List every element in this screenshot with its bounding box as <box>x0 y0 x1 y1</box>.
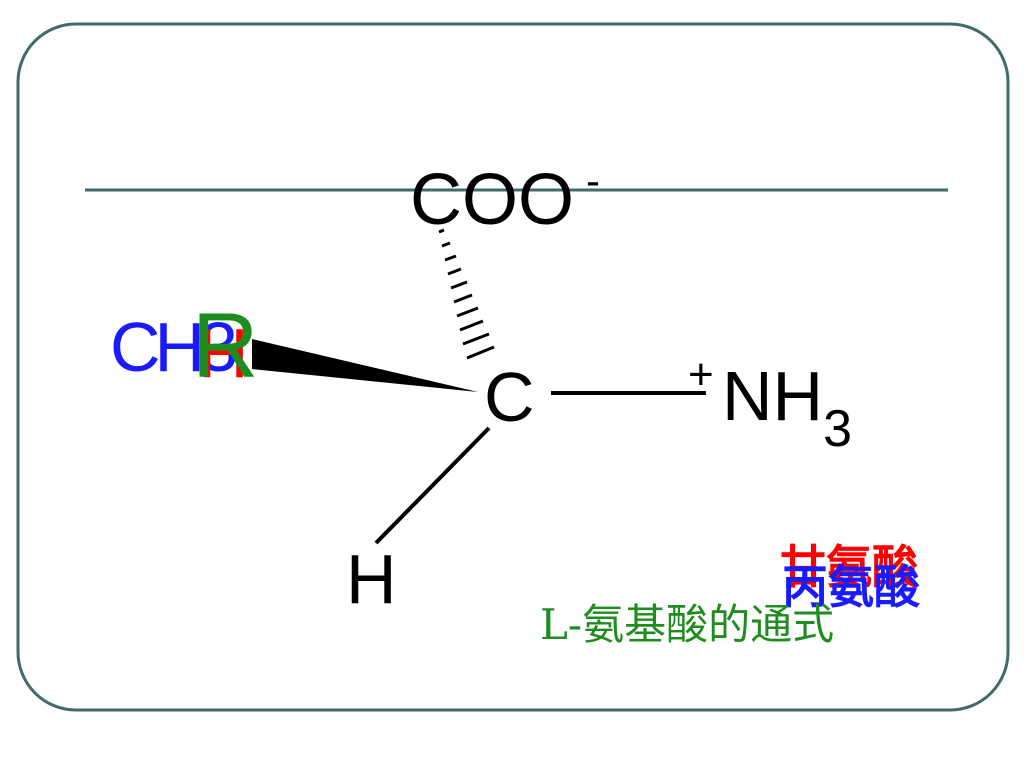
caption-alanine: 丙氨酸 <box>782 560 920 614</box>
substituent-r: R <box>192 295 259 397</box>
ammonium-label: NH <box>722 357 824 435</box>
ammonium-group: NH3 <box>722 361 852 455</box>
substituent-h: H <box>198 314 249 392</box>
slide-frame <box>16 22 1010 712</box>
substituent-ch3: CH3 <box>110 308 238 386</box>
caption-glycine: 甘氨酸 <box>780 540 918 594</box>
ammonium-charge: + <box>688 350 714 399</box>
bond-down <box>374 426 491 545</box>
carboxylate-charge: - <box>586 157 600 204</box>
wedge-bond-left <box>252 339 478 392</box>
carboxylate-label: COO <box>410 160 575 240</box>
alpha-carbon: C <box>484 358 535 436</box>
hashed-bond-up <box>438 228 495 360</box>
hydrogen-atom: H <box>346 540 397 618</box>
ammonium-subscript: 3 <box>823 400 853 458</box>
carboxylate-group: COO <box>410 164 574 236</box>
caption-general-formula: L-氨基酸的通式 <box>540 600 835 649</box>
